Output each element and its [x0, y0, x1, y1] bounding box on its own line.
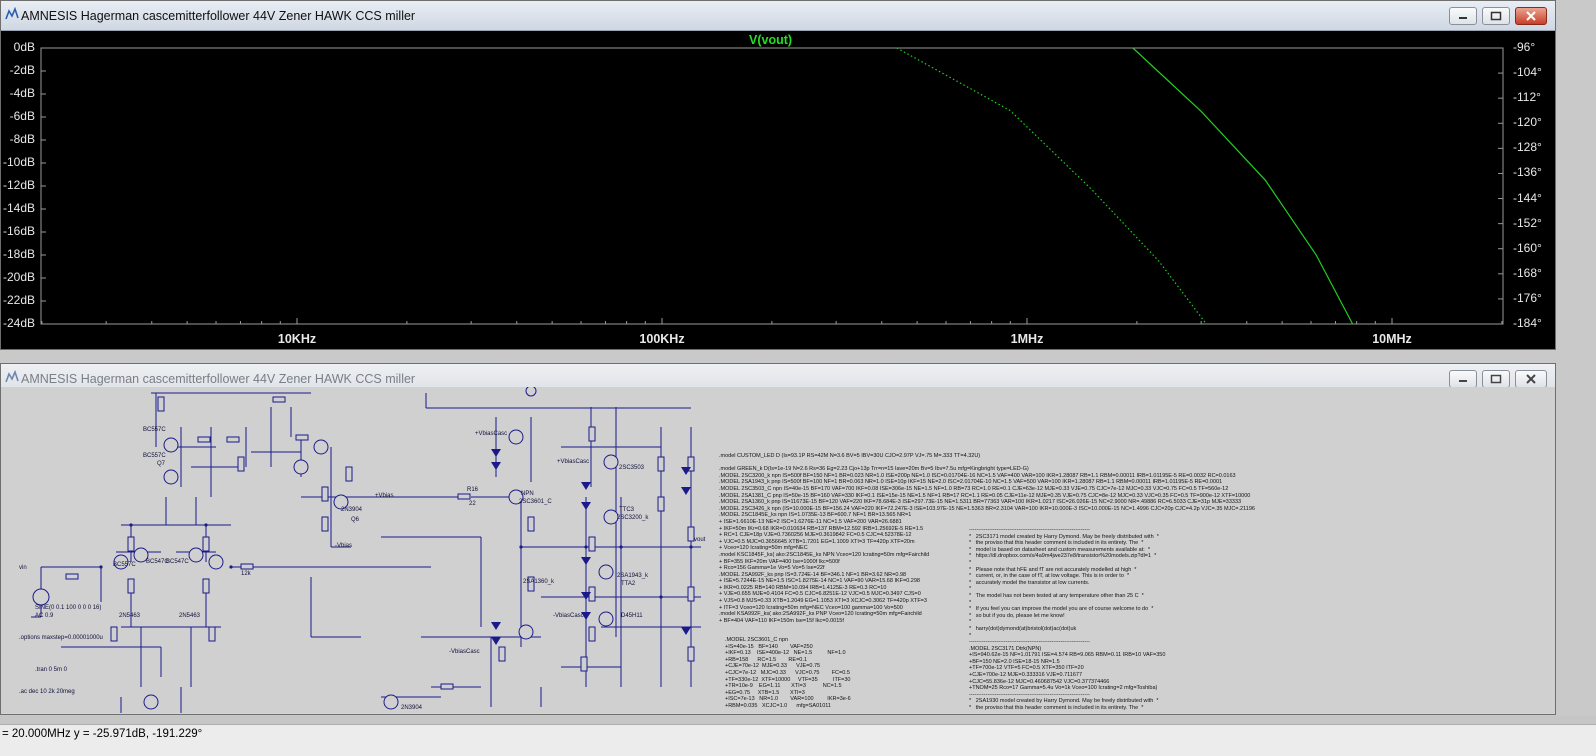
label-jfet2: 2N5463 [179, 613, 201, 619]
label-q1: BC557C [143, 427, 166, 433]
waveform-titlebar[interactable]: AMNESIS Hagerman cascemitterfollower 44V… [1, 1, 1555, 31]
status-bar: = 20.000MHz y = -25.971dB, -191.229° [0, 724, 1596, 756]
waveform-app-icon [5, 7, 19, 20]
spice-ac-directive[interactable]: .ac dec 10 2k 20meg [19, 689, 75, 695]
label-q4: BC547C [166, 559, 189, 565]
label-vin: vin [19, 565, 27, 571]
maximize-button[interactable] [1482, 7, 1510, 25]
x-axis-label: 100KHz [639, 332, 685, 346]
y-axis-right-label: -128° [1513, 140, 1542, 155]
y-axis-right-label: -160° [1513, 240, 1542, 255]
label-sine-source: SINE(0 0.1 100 0 0 0 16) [35, 605, 102, 611]
schematic-window[interactable]: AMNESIS Hagerman cascemitterfollower 44V… [0, 363, 1556, 715]
schematic-maximize-button[interactable] [1482, 370, 1510, 388]
close-button[interactable] [1515, 7, 1547, 25]
close-icon [1526, 11, 1536, 21]
close-icon [1526, 374, 1536, 384]
spice-options-directive[interactable]: .options maxstep=0.00001000u [19, 635, 103, 641]
label-vbias-casc: +VbiasCasc [475, 431, 508, 437]
cursor-readout: = 20.000MHz y = -25.971dB, -191.229° [2, 728, 203, 740]
label-2sc3200: 2SC3200_k [617, 515, 649, 521]
label-rin: 12k [241, 571, 251, 577]
waveform-window[interactable]: AMNESIS Hagerman cascemitterfollower 44V… [0, 0, 1556, 350]
magnitude-trace [1132, 47, 1354, 325]
y-axis-left-label: -6dB [9, 109, 35, 123]
schematic-close-button[interactable] [1515, 370, 1547, 388]
schematic-wires [31, 387, 701, 713]
schematic-minimize-button[interactable] [1449, 370, 1477, 388]
label-q5: BC557C [113, 562, 136, 568]
schematic-window-title: AMNESIS Hagerman cascemitterfollower 44V… [21, 372, 416, 386]
label-vbias-casc-2: +VbiasCasc [557, 459, 590, 465]
label-npn: NPN [521, 491, 534, 497]
y-axis-right-label: -136° [1513, 165, 1542, 180]
label-q6: Q6 [351, 517, 360, 523]
y-axis-left-label: -18dB [2, 247, 35, 261]
y-axis-right-label: -184° [1513, 316, 1542, 330]
spice-model-netlist-1[interactable]: .model CUSTOM_LED D (Is=93.1P RS=42M N=3… [719, 453, 1255, 623]
x-axis-label: 10KHz [277, 332, 317, 346]
x-axis-label: 1MHz [1010, 332, 1044, 346]
y-axis-right-label: -120° [1513, 115, 1542, 130]
label-vbias-neg: -VbiasCasc [449, 649, 480, 655]
y-axis-right-label: -144° [1513, 190, 1542, 205]
minimize-icon [1459, 17, 1467, 19]
spice-model-netlist-3[interactable]: .MODEL 2SC3601_C npn +IS=40e-15 BF=140 V… [725, 637, 851, 709]
label-q2: BC557C [143, 453, 166, 459]
x-axis-label: 10MHz [1372, 332, 1412, 346]
y-axis-right-label: -168° [1513, 265, 1542, 280]
y-axis-left-label: 0dB [13, 40, 35, 54]
schematic-app-icon [5, 370, 19, 383]
y-axis-left-label: -10dB [2, 155, 35, 169]
y-axis-left-label: -12dB [2, 178, 35, 192]
schematic-canvas[interactable]: BC557C BC557C Q7 BC547C BC547C BC557C Q6… [1, 387, 1555, 713]
label-q7: Q7 [157, 461, 166, 467]
label-q23: 2SC3503 [619, 465, 645, 471]
label-bias: +Vbias [375, 493, 394, 499]
plot-frame [40, 47, 1504, 325]
y-axis-right-label: -176° [1513, 290, 1542, 305]
phase-trace [896, 47, 1207, 325]
y-axis-left-label: -14dB [2, 201, 35, 215]
y-axis-left-label: -22dB [2, 293, 35, 307]
label-r16: R16 [467, 487, 479, 493]
label-d45h11: D45H11 [621, 613, 643, 619]
y-axis-left-label: -4dB [9, 86, 35, 100]
label-tta: TTA2 [621, 581, 636, 587]
spice-tran-directive[interactable]: .tran 0 5m 0 [35, 667, 68, 673]
restore-icon [1490, 11, 1502, 21]
label-2n3904-2: 2N3904 [401, 705, 423, 711]
label-vout: vout [694, 537, 706, 543]
y-axis-right-label: -112° [1513, 90, 1541, 105]
window-separator [0, 716, 1596, 724]
plot-svg [40, 47, 1504, 325]
label-ac-source: AC 0.9 [35, 613, 54, 619]
label-vbias-neg-2: -VbiasCasc [553, 613, 584, 619]
y-axis-right-label: -152° [1513, 215, 1542, 230]
label-vbias-neg3: -Vbias [335, 543, 353, 549]
minimize-icon [1459, 380, 1467, 382]
label-ttc: TTC3 [619, 507, 634, 513]
waveform-window-title: AMNESIS Hagerman cascemitterfollower 44V… [21, 9, 416, 23]
minimize-button[interactable] [1449, 7, 1477, 25]
label-jfet: 2N5463 [119, 613, 141, 619]
y-axis-left-label: -24dB [2, 316, 35, 330]
label-q3: BC547C [146, 559, 169, 565]
spice-model-netlist-2[interactable]: ----------------------------------------… [969, 527, 1166, 712]
y-axis-left-label: -20dB [2, 270, 35, 284]
y-axis-right-label: -104° [1513, 65, 1542, 80]
label-2n3904: 2N3904 [341, 507, 363, 513]
y-axis-right-label: -96° [1513, 40, 1536, 54]
y-axis-left-label: -2dB [9, 63, 35, 77]
y-axis-left-label: -16dB [2, 224, 35, 238]
label-r16-value: 22 [469, 501, 476, 507]
plot-area[interactable]: V(vout) 0dB -2dB -4dB -6dB -8dB -10dB -12dB -14… [1, 31, 1555, 349]
label-2sa1943: 2SA1943_k [617, 573, 649, 579]
y-axis-left-label: -8dB [9, 132, 35, 146]
restore-icon [1490, 374, 1502, 384]
label-2sc3601: 2SC3601_C [519, 499, 552, 505]
label-2sa1360: 2SA1360_k [523, 579, 555, 585]
trace-label[interactable]: V(vout) [749, 33, 793, 47]
